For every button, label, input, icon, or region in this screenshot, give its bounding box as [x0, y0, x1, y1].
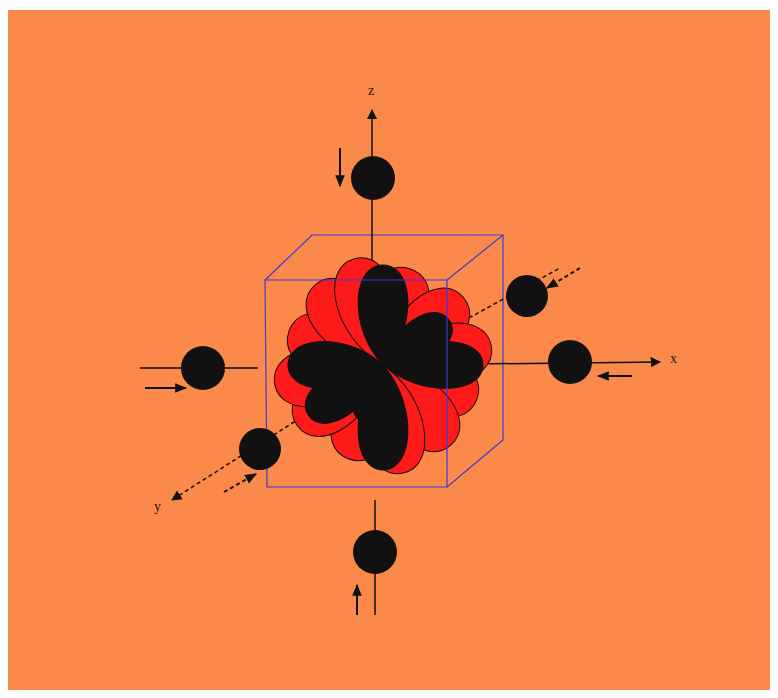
axis-label: x	[670, 352, 677, 366]
ligands	[181, 156, 592, 574]
d-orbital-lobes	[270, 251, 497, 478]
approach-arrows	[145, 148, 632, 615]
orbital-lobe	[347, 359, 398, 426]
cube-front	[265, 280, 447, 487]
axes	[140, 110, 660, 615]
cube-outline	[265, 235, 503, 487]
axis-label: y	[154, 500, 161, 514]
background	[8, 10, 770, 690]
axis-label: z	[368, 84, 374, 98]
